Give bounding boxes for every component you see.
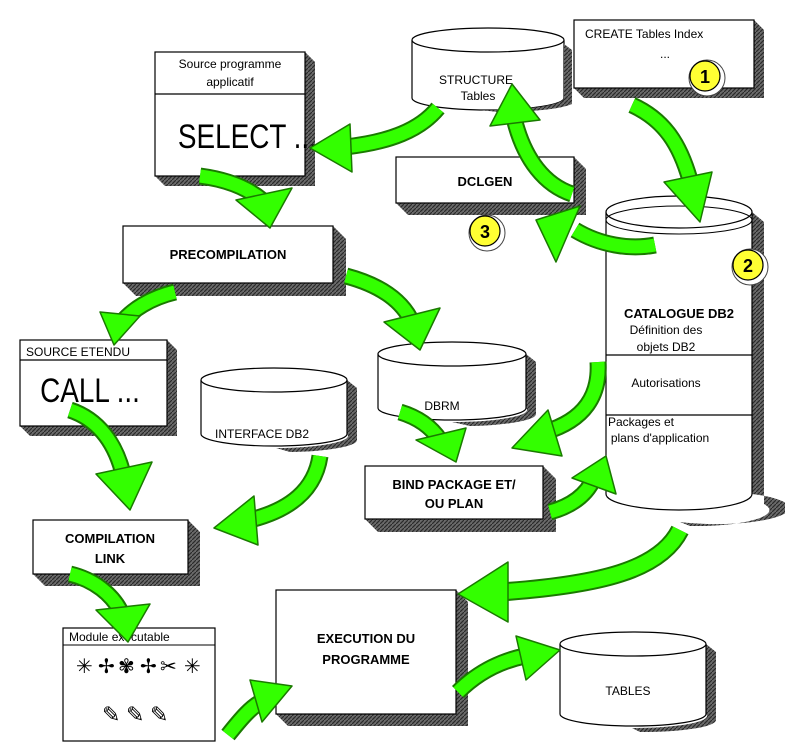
arrow-bind-to-catalogue — [547, 455, 617, 521]
bind-package-box: BIND PACKAGE ET/ OU PLAN — [364, 465, 556, 532]
arrow-source-to-precompilation — [198, 167, 293, 229]
source-etendu-header: SOURCE ETENDU — [26, 345, 130, 359]
flower-icon: ✾ — [118, 654, 135, 678]
tables-db: TABLES — [559, 631, 716, 733]
arrow-interface-to-compilation — [213, 454, 329, 546]
catalogue-s3-line1: Packages et — [608, 415, 675, 429]
catalogue-title: CATALOGUE DB2 — [624, 306, 734, 321]
catalogue-s1-line1: Définition des — [630, 323, 703, 337]
create-tables-box: CREATE Tables Index ... — [573, 19, 764, 98]
module-symbols-row: ✳ ✢ ✾ ✢ ✂ ✳ — [76, 654, 201, 678]
arrow-precompilation-to-dbrm — [343, 267, 441, 351]
source-etendu-code: CALL ... — [40, 371, 140, 409]
arrow-precompilation-to-etendu — [99, 283, 178, 346]
source-code: SELECT ... — [178, 117, 317, 155]
arrow-catalogue-to-execution — [457, 525, 689, 623]
interface-db2-label: INTERFACE DB2 — [215, 427, 309, 441]
arrow-etendu-to-compilation — [66, 401, 153, 511]
asterisk-icon: ✳ — [76, 654, 93, 678]
arrow-catalogue-to-bind — [511, 361, 607, 457]
source-header-2: applicatif — [206, 75, 254, 89]
arrow-module-to-execution — [221, 679, 293, 741]
compilation-line2: LINK — [95, 551, 126, 566]
dclgen-label: DCLGEN — [458, 174, 513, 189]
tables-label: TABLES — [605, 684, 650, 698]
arrow-catalogue-to-dclgen — [535, 205, 657, 263]
module-pencils-row: ✎ ✎ ✎ — [102, 703, 168, 728]
interface-db2: INTERFACE DB2 — [200, 367, 358, 452]
arrow-compilation-to-module — [67, 565, 151, 643]
source-programme-box: Source programme applicatif SELECT ... — [154, 51, 317, 186]
scissors-icon: ✂ — [160, 654, 177, 678]
structure-line2: Tables — [461, 89, 496, 103]
module-executable-box: Module exécutable ✳ ✢ ✾ ✢ ✂ ✳ ✎ ✎ ✎ — [62, 627, 216, 742]
dbrm-db: DBRM — [377, 341, 537, 426]
flow-arrows — [66, 83, 713, 741]
compilation-link-box: COMPILATION LINK — [32, 519, 200, 586]
arrow-create-to-catalogue — [628, 97, 713, 223]
bind-line1: BIND PACKAGE ET/ — [392, 477, 516, 492]
catalogue-db2: CATALOGUE DB2 Définition des objets DB2 … — [605, 195, 785, 527]
arrow-dbrm-to-bind — [397, 403, 467, 463]
compilation-line1: COMPILATION — [65, 531, 155, 546]
marker-3-label: 3 — [480, 222, 490, 242]
source-header-1: Source programme — [179, 57, 282, 71]
asterisk-icon-2: ✳ — [184, 654, 201, 678]
catalogue-s3-line2: plans d'application — [611, 431, 709, 445]
create-line1: CREATE Tables Index — [585, 27, 703, 41]
structure-tables-db: STRUCTURE Tables — [411, 27, 572, 113]
arrow-dclgen-to-structure — [489, 83, 576, 203]
cross-icon: ✢ — [98, 654, 115, 678]
catalogue-s2: Autorisations — [631, 376, 700, 390]
dbrm-label: DBRM — [424, 399, 459, 413]
execution-box: EXECUTION DU PROGRAMME — [275, 589, 468, 726]
arrow-execution-to-tables — [451, 635, 561, 699]
create-line2: ... — [660, 47, 670, 61]
module-header: Module exécutable — [69, 630, 170, 644]
execution-line1: EXECUTION DU — [317, 631, 415, 646]
pencil-icon-1: ✎ — [102, 703, 120, 728]
precompilation-box: PRECOMPILATION — [122, 225, 346, 296]
bind-line2: OU PLAN — [425, 496, 484, 511]
precompilation-label: PRECOMPILATION — [170, 247, 287, 262]
arrow-structure-to-source — [309, 102, 445, 173]
marker-1-label: 1 — [700, 67, 710, 87]
marker-2-label: 2 — [743, 256, 753, 276]
pencil-icon-3: ✎ — [150, 703, 168, 728]
execution-line2: PROGRAMME — [322, 652, 410, 667]
marker-3: 3 — [468, 214, 506, 252]
catalogue-s1-line2: objets DB2 — [637, 340, 696, 354]
structure-line1: STRUCTURE — [439, 73, 513, 87]
marker-1: 1 — [688, 59, 726, 97]
cross-icon-2: ✢ — [140, 654, 157, 678]
pencil-icon-2: ✎ — [126, 703, 144, 728]
marker-2: 2 — [731, 248, 769, 286]
